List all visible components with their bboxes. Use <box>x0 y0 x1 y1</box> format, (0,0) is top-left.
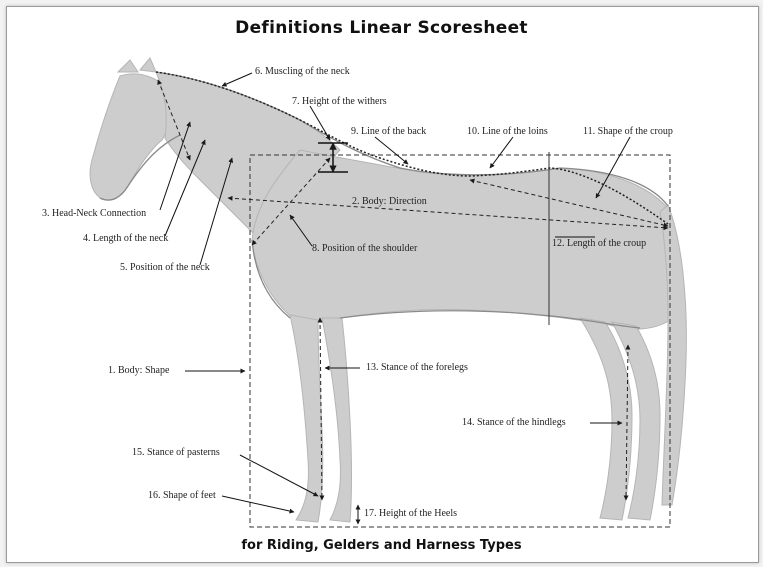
label-stance-of-hindlegs: 14. Stance of the hindlegs <box>462 417 566 428</box>
label-shape-of-feet: 16. Shape of feet <box>148 490 216 501</box>
label-position-of-shoulder: 8. Position of the shoulder <box>312 243 417 254</box>
label-position-of-neck: 5. Position of the neck <box>120 262 210 273</box>
label-height-of-withers: 7. Height of the withers <box>292 96 387 107</box>
label-muscling-of-neck: 6. Muscling of the neck <box>255 66 350 77</box>
label-stance-of-forelegs: 13. Stance of the forelegs <box>366 362 468 373</box>
leader-6 <box>222 73 252 86</box>
page-footer: for Riding, Gelders and Harness Types <box>0 538 763 553</box>
label-length-of-croup: 12. Length of the croup <box>552 238 646 249</box>
leader-9 <box>375 137 408 164</box>
label-line-of-loins: 10. Line of the loins <box>467 126 548 137</box>
label-length-of-neck: 4. Length of the neck <box>83 233 168 244</box>
label-shape-of-croup: 11. Shape of the croup <box>583 126 673 137</box>
label-stance-of-pasterns: 15. Stance of pasterns <box>132 447 220 458</box>
leader-16 <box>222 496 294 512</box>
label-line-of-back: 9. Line of the back <box>351 126 426 137</box>
label-height-of-heels: 17. Height of the Heels <box>364 508 457 519</box>
leader-10 <box>490 137 513 168</box>
label-head-neck-connection: 3. Head-Neck Connection <box>42 208 146 219</box>
label-body-shape: 1. Body: Shape <box>108 365 169 376</box>
label-body-direction: 2. Body: Direction <box>352 196 427 207</box>
leader-15 <box>240 455 318 496</box>
page-title: Definitions Linear Scoresheet <box>0 18 763 38</box>
